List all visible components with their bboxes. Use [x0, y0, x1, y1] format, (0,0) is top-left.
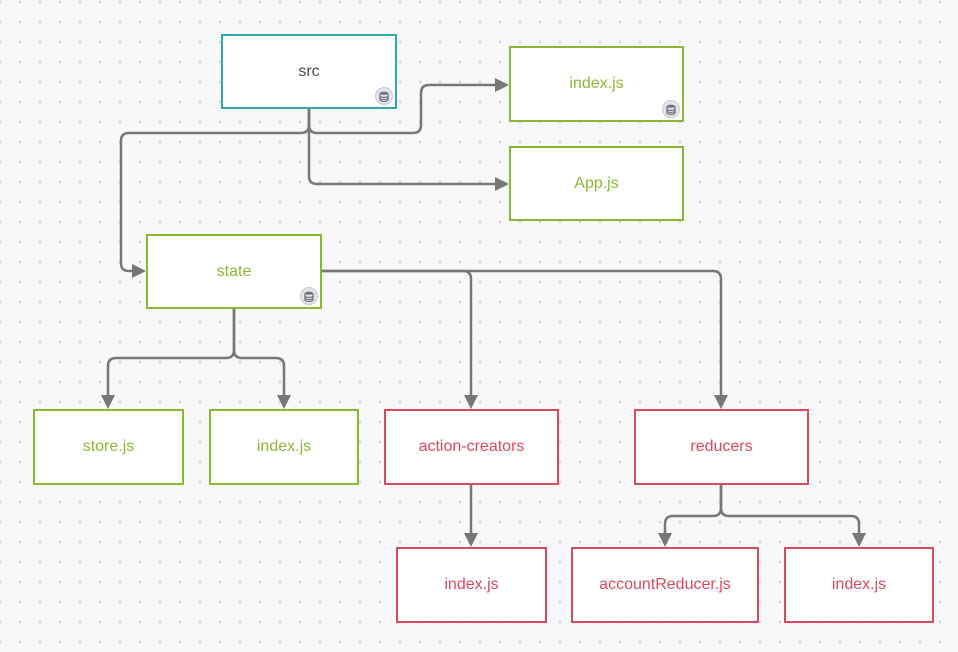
database-icon[interactable]: [375, 87, 393, 105]
node-label: index.js: [444, 576, 499, 593]
node-label: action-creators: [418, 438, 525, 455]
node-label: index.js: [256, 438, 312, 455]
edge-reducers-to-account-reducer: [663, 485, 723, 534]
edge-src-to-app: [307, 109, 496, 186]
node-label: index.js: [831, 576, 887, 593]
arrowhead-action-creators: [464, 395, 478, 409]
edge-state-to-store: [106, 309, 236, 396]
node-label: src: [298, 62, 320, 80]
node-app[interactable]: App.js: [509, 146, 684, 221]
node-label: reducers: [690, 438, 753, 455]
node-ac-index[interactable]: index.js: [396, 547, 547, 623]
edge-state-to-action-creators: [322, 269, 473, 396]
node-label: App.js: [574, 174, 619, 192]
node-label: index.js: [569, 75, 624, 92]
edge-reducers-to-reducers-index: [719, 485, 861, 534]
database-icon[interactable]: [662, 100, 680, 118]
node-reducers-index[interactable]: index.js: [784, 547, 934, 623]
node-index-top[interactable]: index.js: [509, 46, 684, 122]
node-reducers[interactable]: reducers: [634, 409, 809, 485]
edge-state-to-state-index: [232, 309, 286, 396]
edge-state-to-reducers: [322, 269, 723, 396]
database-icon[interactable]: [300, 287, 318, 305]
node-account-reducer[interactable]: accountReducer.js: [571, 547, 759, 623]
arrowhead-ac-index: [464, 533, 478, 547]
arrowhead-reducers: [714, 395, 728, 409]
edge-src-to-index-top: [307, 83, 496, 135]
arrowhead-app: [495, 177, 509, 191]
arrowhead-account-reducer: [658, 533, 672, 547]
arrowhead-state-index: [277, 395, 291, 409]
arrowhead-index-top: [495, 78, 509, 92]
node-state-index[interactable]: index.js: [209, 409, 359, 485]
edge-src-to-state: [119, 109, 311, 273]
node-src[interactable]: src: [221, 34, 397, 109]
node-label: store.js: [82, 438, 135, 455]
arrowhead-store: [101, 395, 115, 409]
node-label: state: [216, 262, 252, 280]
node-store[interactable]: store.js: [33, 409, 184, 485]
arrowhead-state: [132, 264, 146, 278]
node-label: accountReducer.js: [599, 576, 731, 593]
arrowhead-reducers-index: [852, 533, 866, 547]
node-action-creators[interactable]: action-creators: [384, 409, 559, 485]
node-state[interactable]: state: [146, 234, 322, 309]
